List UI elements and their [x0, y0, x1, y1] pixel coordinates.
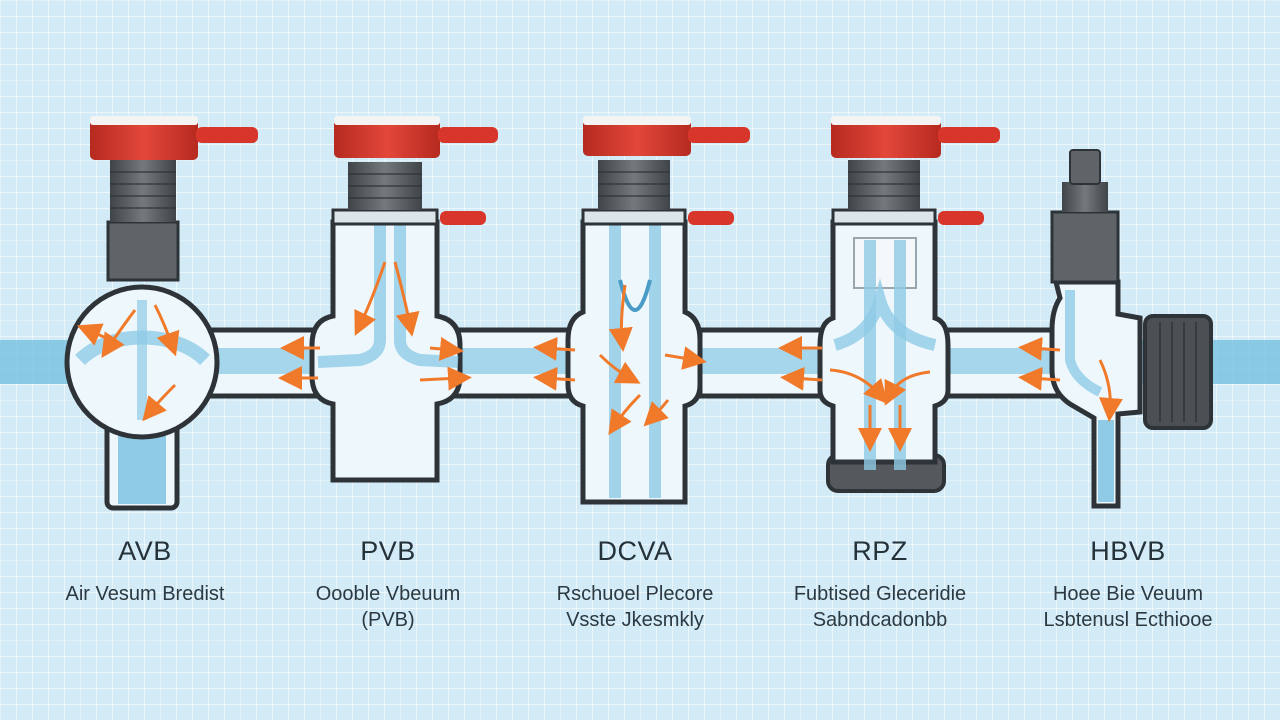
device-abbr: PVB	[360, 536, 416, 566]
test-cock-icon	[938, 211, 984, 225]
test-cock-icon	[196, 127, 258, 143]
flow-arrow-icon	[278, 261, 472, 391]
device-desc-line1: Hoee Bie Veuum	[1052, 583, 1204, 605]
pvb-valve	[278, 116, 498, 483]
device-label-dcva: DCVA Rschuoel Plecore Vsste Jkesmkly	[525, 536, 745, 633]
device-label-hbvb: HBVB Hoee Bie Veuum Lsbtenusl Ecthiooe	[1018, 536, 1238, 633]
device-desc-line1: Oooble Vbeuum	[315, 583, 461, 605]
test-cock-icon	[938, 127, 1000, 143]
device-desc-line1: Air Vesum Bredist	[65, 583, 225, 605]
valve-cap-icon	[583, 116, 691, 156]
device-desc-line1: Rschuoel Plecore	[556, 583, 714, 605]
device-label-avb: AVB Air Vesum Bredist	[35, 536, 255, 607]
flow-arrow-icon	[1018, 336, 1123, 422]
device-abbr: RPZ	[852, 536, 908, 566]
device-abbr: HBVB	[1090, 536, 1166, 566]
valve-cap-icon	[334, 116, 440, 158]
valve-cap-icon	[90, 116, 198, 160]
dcva-valve	[533, 116, 750, 505]
rpz-valve	[778, 116, 1000, 493]
device-abbr: DCVA	[597, 536, 673, 566]
device-desc-line2: Sabndcadonbb	[812, 609, 948, 631]
valve-cap-icon	[831, 116, 941, 158]
device-desc-line1: Fubtised Gleceridie	[793, 583, 967, 605]
avb-valve	[64, 116, 258, 511]
device-label-rpz: RPZ Fubtised Gleceridie Sabndcadonbb	[770, 536, 990, 633]
device-desc-line2: (PVB)	[361, 609, 415, 631]
device-abbr: AVB	[118, 536, 172, 566]
flow-arrow-icon	[76, 304, 180, 422]
device-label-pvb: PVB Oooble Vbeuum (PVB)	[278, 536, 498, 633]
hbvb-valve	[1018, 149, 1213, 509]
test-cock-icon	[688, 127, 750, 143]
flow-arrow-icon	[533, 284, 707, 435]
flow-arrow-icon	[778, 336, 931, 452]
test-cock-icon	[438, 127, 498, 143]
test-cock-icon	[688, 211, 734, 225]
device-desc-line2: Lsbtenusl Ecthiooe	[1043, 609, 1213, 631]
test-cock-icon	[440, 211, 486, 225]
device-desc-line2: Vsste Jkesmkly	[566, 609, 704, 631]
